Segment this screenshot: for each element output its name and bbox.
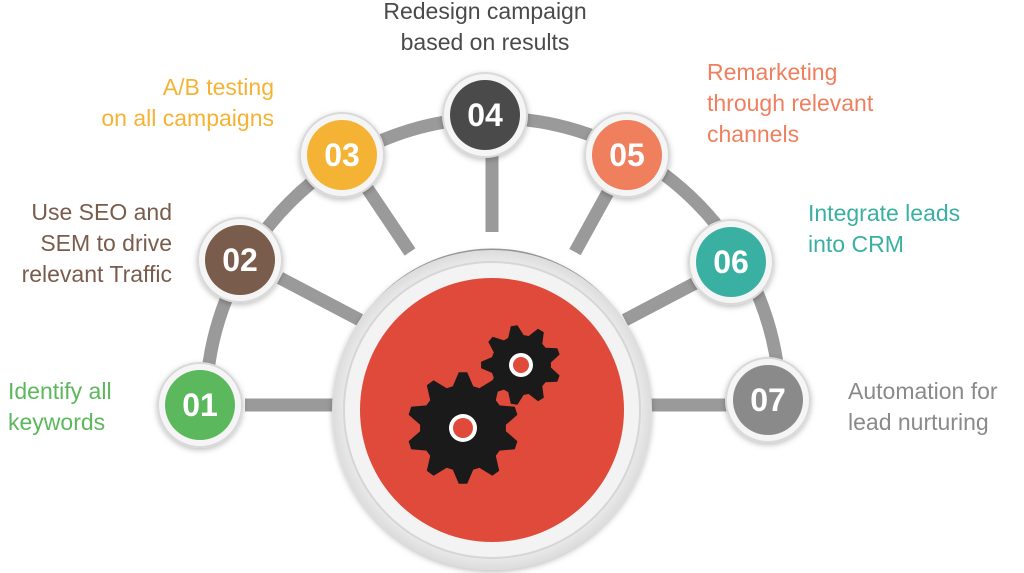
step-node-02: 02 (197, 217, 283, 303)
step-number-03: 03 (324, 137, 360, 173)
step-number-07: 07 (750, 382, 786, 418)
step-05-line-2: through relevant (707, 90, 874, 116)
step-node-01: 01 (157, 362, 243, 448)
step-06-line-2: into CRM (808, 231, 904, 257)
step-node-07: 07 (725, 357, 811, 443)
step-node-06: 06 (688, 219, 774, 305)
step-number-05: 05 (609, 137, 645, 173)
step-01-line-2: keywords (8, 409, 106, 435)
large-gear-icon-hole (453, 418, 473, 438)
step-04-line-1: Redesign campaign (383, 0, 587, 24)
step-text-07: Automation for lead nurturing (848, 376, 998, 438)
step-node-04-fill (450, 80, 520, 150)
step-node-04: 04 (442, 72, 528, 158)
step-02-line-3: relevant Traffic (21, 261, 172, 287)
step-05-line-1: Remarketing (707, 59, 838, 85)
step-02-line-2: SEM to drive (40, 230, 172, 256)
step-01-line-1: Identify all (8, 378, 112, 404)
step-node-05-fill (592, 120, 662, 190)
step-node-01-fill (165, 370, 235, 440)
step-07-line-2: lead nurturing (848, 409, 989, 435)
step-text-03: A/B testing on all campaigns (101, 72, 274, 134)
step-07-line-1: Automation for (848, 378, 998, 404)
small-gear-icon-hole (513, 357, 529, 373)
step-text-04: Redesign campaign based on results (340, 0, 630, 58)
step-text-06: Integrate leads into CRM (808, 198, 960, 260)
step-node-05: 05 (584, 112, 670, 198)
step-node-03: 03 (299, 112, 385, 198)
step-number-01: 01 (182, 387, 218, 423)
step-node-06-fill (696, 227, 766, 297)
step-text-05: Remarketing through relevant channels (707, 57, 873, 150)
step-04-line-2: based on results (400, 29, 570, 55)
gears-icon (408, 325, 560, 484)
step-03-line-2: on all campaigns (101, 105, 274, 131)
step-number-04: 04 (467, 97, 503, 133)
step-05-line-3: channels (707, 121, 800, 147)
step-node-02-fill (205, 225, 275, 295)
step-02-line-1: Use SEO and (31, 199, 172, 225)
small-gear-icon (481, 325, 560, 405)
step-node-03-fill (307, 120, 377, 190)
step-nodes: 01 02 03 04 05 06 07 (157, 72, 811, 448)
spokes (245, 150, 740, 412)
step-06-line-1: Integrate leads (808, 200, 961, 226)
step-text-02: Use SEO and SEM to drive relevant Traffi… (22, 197, 172, 290)
step-text-01: Identify all keywords (8, 376, 112, 438)
step-node-07-fill (733, 365, 803, 435)
step-03-line-1: A/B testing (162, 74, 274, 100)
step-number-06: 06 (713, 244, 749, 280)
large-gear-icon (408, 372, 518, 484)
step-number-02: 02 (222, 242, 258, 278)
